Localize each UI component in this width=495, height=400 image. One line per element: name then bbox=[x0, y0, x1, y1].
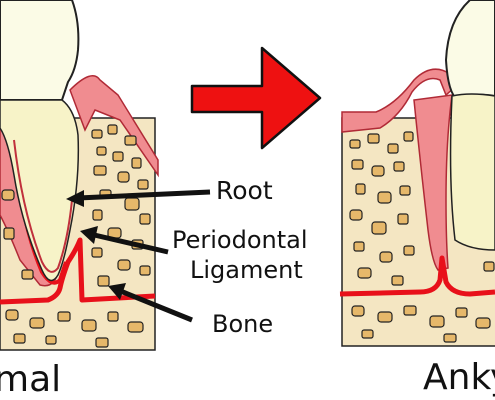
caption-ankylosis: Anky bbox=[423, 357, 495, 398]
periodontal-ligament-right bbox=[339, 255, 495, 297]
right-arrow-icon bbox=[190, 46, 322, 150]
label-ligament: Ligament bbox=[190, 256, 303, 284]
gum-left-outer bbox=[69, 75, 159, 178]
label-periodontal: Periodontal bbox=[172, 226, 308, 254]
gum-sleeve-right bbox=[413, 94, 453, 271]
ankylosed-tooth-illustration bbox=[339, 0, 495, 347]
bone-chips-left bbox=[1, 124, 151, 348]
label-bone: Bone bbox=[212, 310, 274, 338]
label-root: Root bbox=[216, 176, 273, 205]
tooth-root-right bbox=[449, 93, 495, 251]
pointer-arrows bbox=[66, 189, 211, 323]
caption-normal: mal bbox=[0, 359, 62, 400]
bone-pointer-arrow bbox=[108, 283, 193, 323]
ligament-pointer-arrow bbox=[80, 226, 169, 255]
root-pointer-arrow bbox=[66, 189, 211, 207]
tooth-crown-right bbox=[444, 0, 495, 102]
tooth-root-left bbox=[0, 99, 80, 282]
tooth-crown-left bbox=[0, 0, 80, 101]
normal-tooth-illustration bbox=[0, 0, 159, 351]
